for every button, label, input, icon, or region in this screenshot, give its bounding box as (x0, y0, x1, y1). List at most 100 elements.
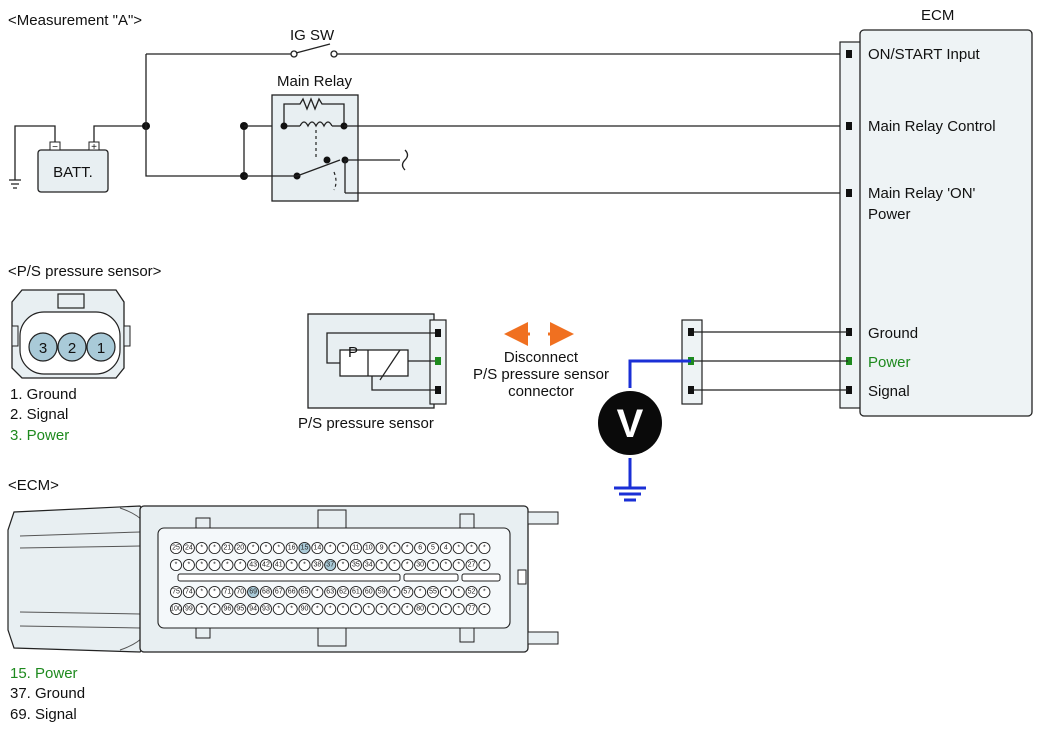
ecm-pin-25 (169, 541, 183, 555)
ecm-pin-label: * (444, 606, 447, 613)
ecm-pin-label: 37 (326, 562, 334, 569)
ecm-pin-label: * (316, 589, 319, 596)
ecm-pin-52 (465, 585, 478, 599)
ecm-pin-empty (465, 541, 478, 555)
disconnect-line-1: Disconnect (504, 349, 579, 366)
ecm-connector-title: <ECM> (8, 477, 59, 494)
ecm-pin-label: 62 (339, 589, 347, 596)
ecm-pin-label: 80 (416, 606, 424, 613)
ecm-pin-empty (195, 585, 208, 599)
ecm-pin-label: 70 (236, 589, 244, 596)
ecm-pin-label: * (213, 589, 216, 596)
ecm-pin-label: 67 (275, 589, 283, 596)
ecm-pin-65 (298, 585, 311, 599)
ecm-pin-empty (195, 602, 208, 616)
ps-legend-1: 1. Ground (10, 386, 77, 403)
ecm-pin-label: * (406, 606, 409, 613)
ecm-pin-59 (375, 585, 388, 599)
ecm-pin-label: * (342, 606, 345, 613)
ecm-pin-empty (375, 558, 388, 572)
ecm-pin-label: * (380, 562, 383, 569)
ecm-pin-empty (349, 602, 362, 616)
ecm-pin-empty (452, 558, 465, 572)
ecm-pin-20 (234, 541, 247, 555)
ecm-pin-empty (272, 602, 285, 616)
ecm-pin-label: 77 (468, 606, 476, 613)
ecm-pin-empty (439, 585, 452, 599)
ps-legend-2: 2. Signal (10, 406, 68, 423)
disconnect-line-2: P/S pressure sensor (473, 366, 609, 383)
ecm-pin-empty (452, 541, 465, 555)
svg-text:−: − (52, 142, 58, 153)
ecm-pin-empty (478, 558, 491, 572)
ps-pin-3: 3 (39, 340, 47, 357)
ecm-pin-label: * (213, 606, 216, 613)
ecm-pin-30 (414, 558, 427, 572)
ecm-pin-label: * (457, 562, 460, 569)
ecm-pin-60 (362, 585, 375, 599)
ecm-pin-empty (452, 602, 465, 616)
ecm-pin-27 (465, 558, 478, 572)
ecm-pin-label: 65 (301, 589, 309, 596)
ground-symbol-voltmeter (614, 486, 646, 502)
ecm-pin-empty (311, 602, 324, 616)
ps-legend-3: 3. Power (10, 427, 69, 444)
ecm-pin-label: * (393, 545, 396, 552)
ecm-pin-label: 69 (249, 589, 257, 596)
ecm-pin-93 (259, 602, 273, 616)
ecm-pin-label: 6 (418, 545, 422, 552)
ecm-pin-9 (375, 541, 388, 555)
ps-pin-1: 1 (97, 340, 105, 357)
ecm-pin-label: 21 (224, 545, 232, 552)
ecm-pin-38 (311, 558, 324, 572)
ecm-pin-label: 24 (185, 545, 193, 552)
ecm-pin-label: 10 (365, 545, 373, 552)
ecm-pin-label: 74 (185, 589, 193, 596)
ecm-pin-empty (324, 602, 337, 616)
ecm-pin-label: 30 (416, 562, 424, 569)
ecm-pin-label: 14 (313, 545, 321, 552)
ecm-pin-5 (426, 541, 440, 555)
ecm-pin-empty (195, 541, 208, 555)
ecm-pin-empty (208, 602, 221, 616)
ecm-pin-66 (285, 585, 298, 599)
ecm-pin-label: * (393, 606, 396, 613)
sensor-box-label: P/S pressure sensor (298, 415, 434, 432)
ecm-pin-96 (221, 602, 234, 616)
ecm-pin-label: 34 (365, 562, 373, 569)
ecm-pin-69 (247, 585, 260, 599)
ecm-pin-empty (478, 585, 491, 599)
ecm-pin-14 (311, 541, 324, 555)
ecm-pin-label: 75 (172, 589, 180, 596)
ecm-pin-label: * (213, 545, 216, 552)
ecm-pin-label: 100 (170, 606, 182, 613)
ecm-pin-label: * (290, 606, 293, 613)
ecm-pin-empty (311, 585, 324, 599)
ecm-pin-signal: Signal (868, 383, 910, 400)
ecm-pin-label: 20 (236, 545, 244, 552)
ecm-pin-label: * (329, 545, 332, 552)
voltmeter-label: V (617, 402, 644, 446)
ecm-pin-label: * (483, 606, 486, 613)
ecm-pin-empty (298, 558, 311, 572)
ecm-pin-68 (259, 585, 273, 599)
ecm-pin-label: * (444, 589, 447, 596)
ecm-pin-label: * (213, 562, 216, 569)
ecm-pin-label: * (355, 606, 358, 613)
ecm-pin-61 (349, 585, 362, 599)
ecm-connector (7, 505, 559, 653)
ecm-pin-label: * (200, 562, 203, 569)
ecm-pin-label: 25 (172, 545, 180, 552)
ecm-pin-main-relay-on-2: Power (868, 206, 911, 223)
ecm-legend-1: 15. Power (10, 665, 78, 682)
ecm-pin-label: 35 (352, 562, 360, 569)
sensor-p-label: P (348, 344, 358, 361)
ecm-pin-35 (349, 558, 362, 572)
ecm-pin-empty (285, 602, 298, 616)
ecm-pin-empty (388, 585, 401, 599)
ecm-pin-63 (324, 585, 337, 599)
ecm-pin-label: 90 (301, 606, 309, 613)
ecm-pin-label: 5 (431, 545, 435, 552)
ecm-pin-empty (234, 558, 247, 572)
